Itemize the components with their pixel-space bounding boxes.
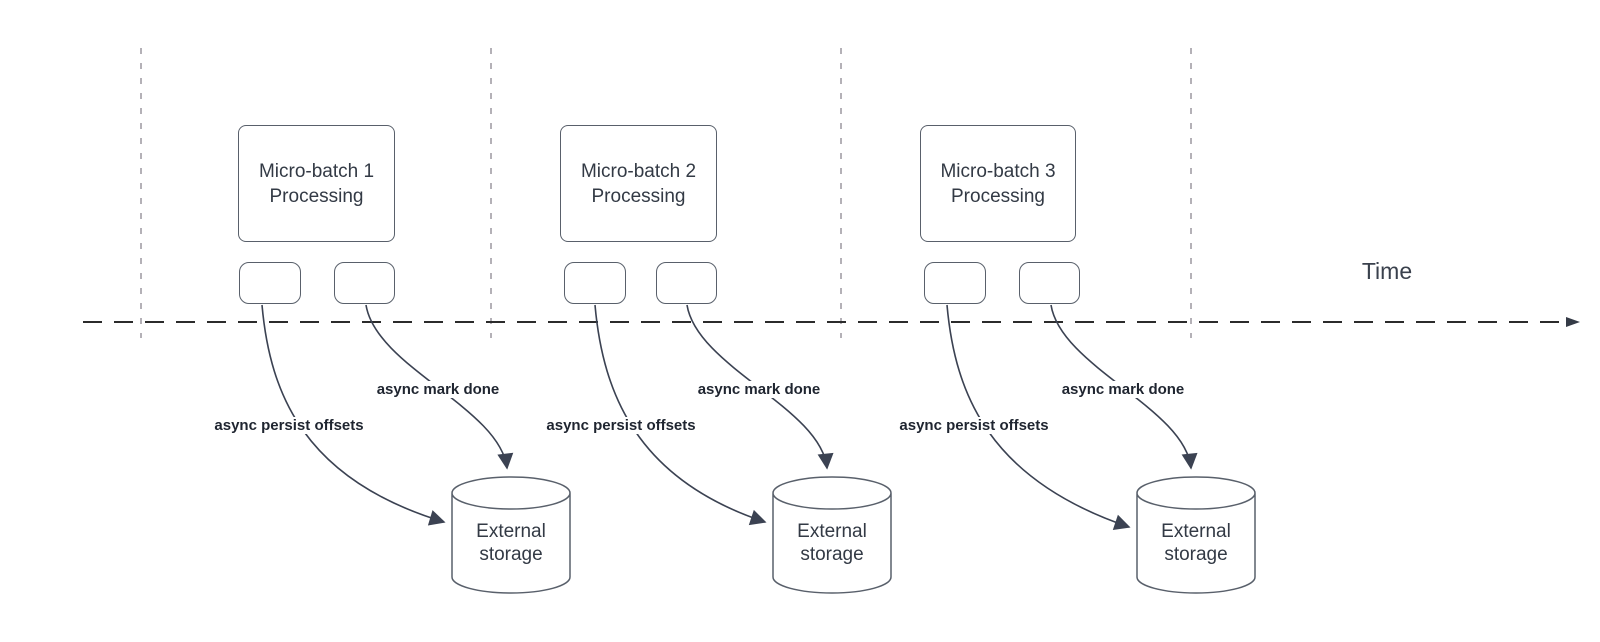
micro-batch-3-processing-box: Micro-batch 3 Processing [920, 125, 1076, 242]
batch-2-mark-done-label: async mark done [694, 381, 824, 398]
micro-batch-1-sublabel: Processing [269, 185, 364, 207]
micro-batch-3-sublabel: Processing [951, 185, 1045, 207]
micro-batch-2-processing-box: Micro-batch 2 Processing [560, 125, 717, 242]
external-storage-2-label: External storage [797, 521, 867, 565]
storage-cylinder-3 [1136, 476, 1256, 594]
batch-1-done-task-box [334, 262, 395, 304]
time-axis-label: Time [1361, 258, 1413, 284]
micro-batch-1-label: Micro-batch 1 [258, 160, 375, 182]
batch-2-done-task-box [656, 262, 717, 304]
storage-cylinder-1 [451, 476, 571, 594]
batch-2-persist-offsets-label: async persist offsets [543, 417, 699, 434]
batch-1-persist-offsets-label: async persist offsets [211, 417, 367, 434]
external-storage-3-label: External storage [1161, 521, 1231, 565]
micro-batch-2-label: Micro-batch 2 [580, 160, 697, 182]
time-axis-arrowhead [1566, 317, 1580, 327]
batch-3-done-task-box [1019, 262, 1080, 304]
micro-batch-3-label: Micro-batch 3 [940, 160, 1056, 182]
batch-2-offset-task-box [564, 262, 626, 304]
persist-offsets-arrow-3 [946, 304, 1131, 530]
external-storage-1-label: External storage [476, 521, 546, 565]
storage-cylinder-2 [772, 476, 892, 594]
micro-batch-2-sublabel: Processing [591, 185, 686, 207]
batch-1-offset-task-box [239, 262, 301, 304]
persist-offsets-arrow-2 [594, 304, 767, 526]
batch-3-mark-done-label: async mark done [1058, 381, 1188, 398]
persist-offsets-arrow-1 [261, 304, 446, 526]
batch-3-persist-offsets-label: async persist offsets [896, 417, 1052, 434]
batch-3-offset-task-box [924, 262, 986, 304]
batch-1-mark-done-label: async mark done [373, 381, 503, 398]
micro-batch-1-processing-box: Micro-batch 1 Processing [238, 125, 395, 242]
